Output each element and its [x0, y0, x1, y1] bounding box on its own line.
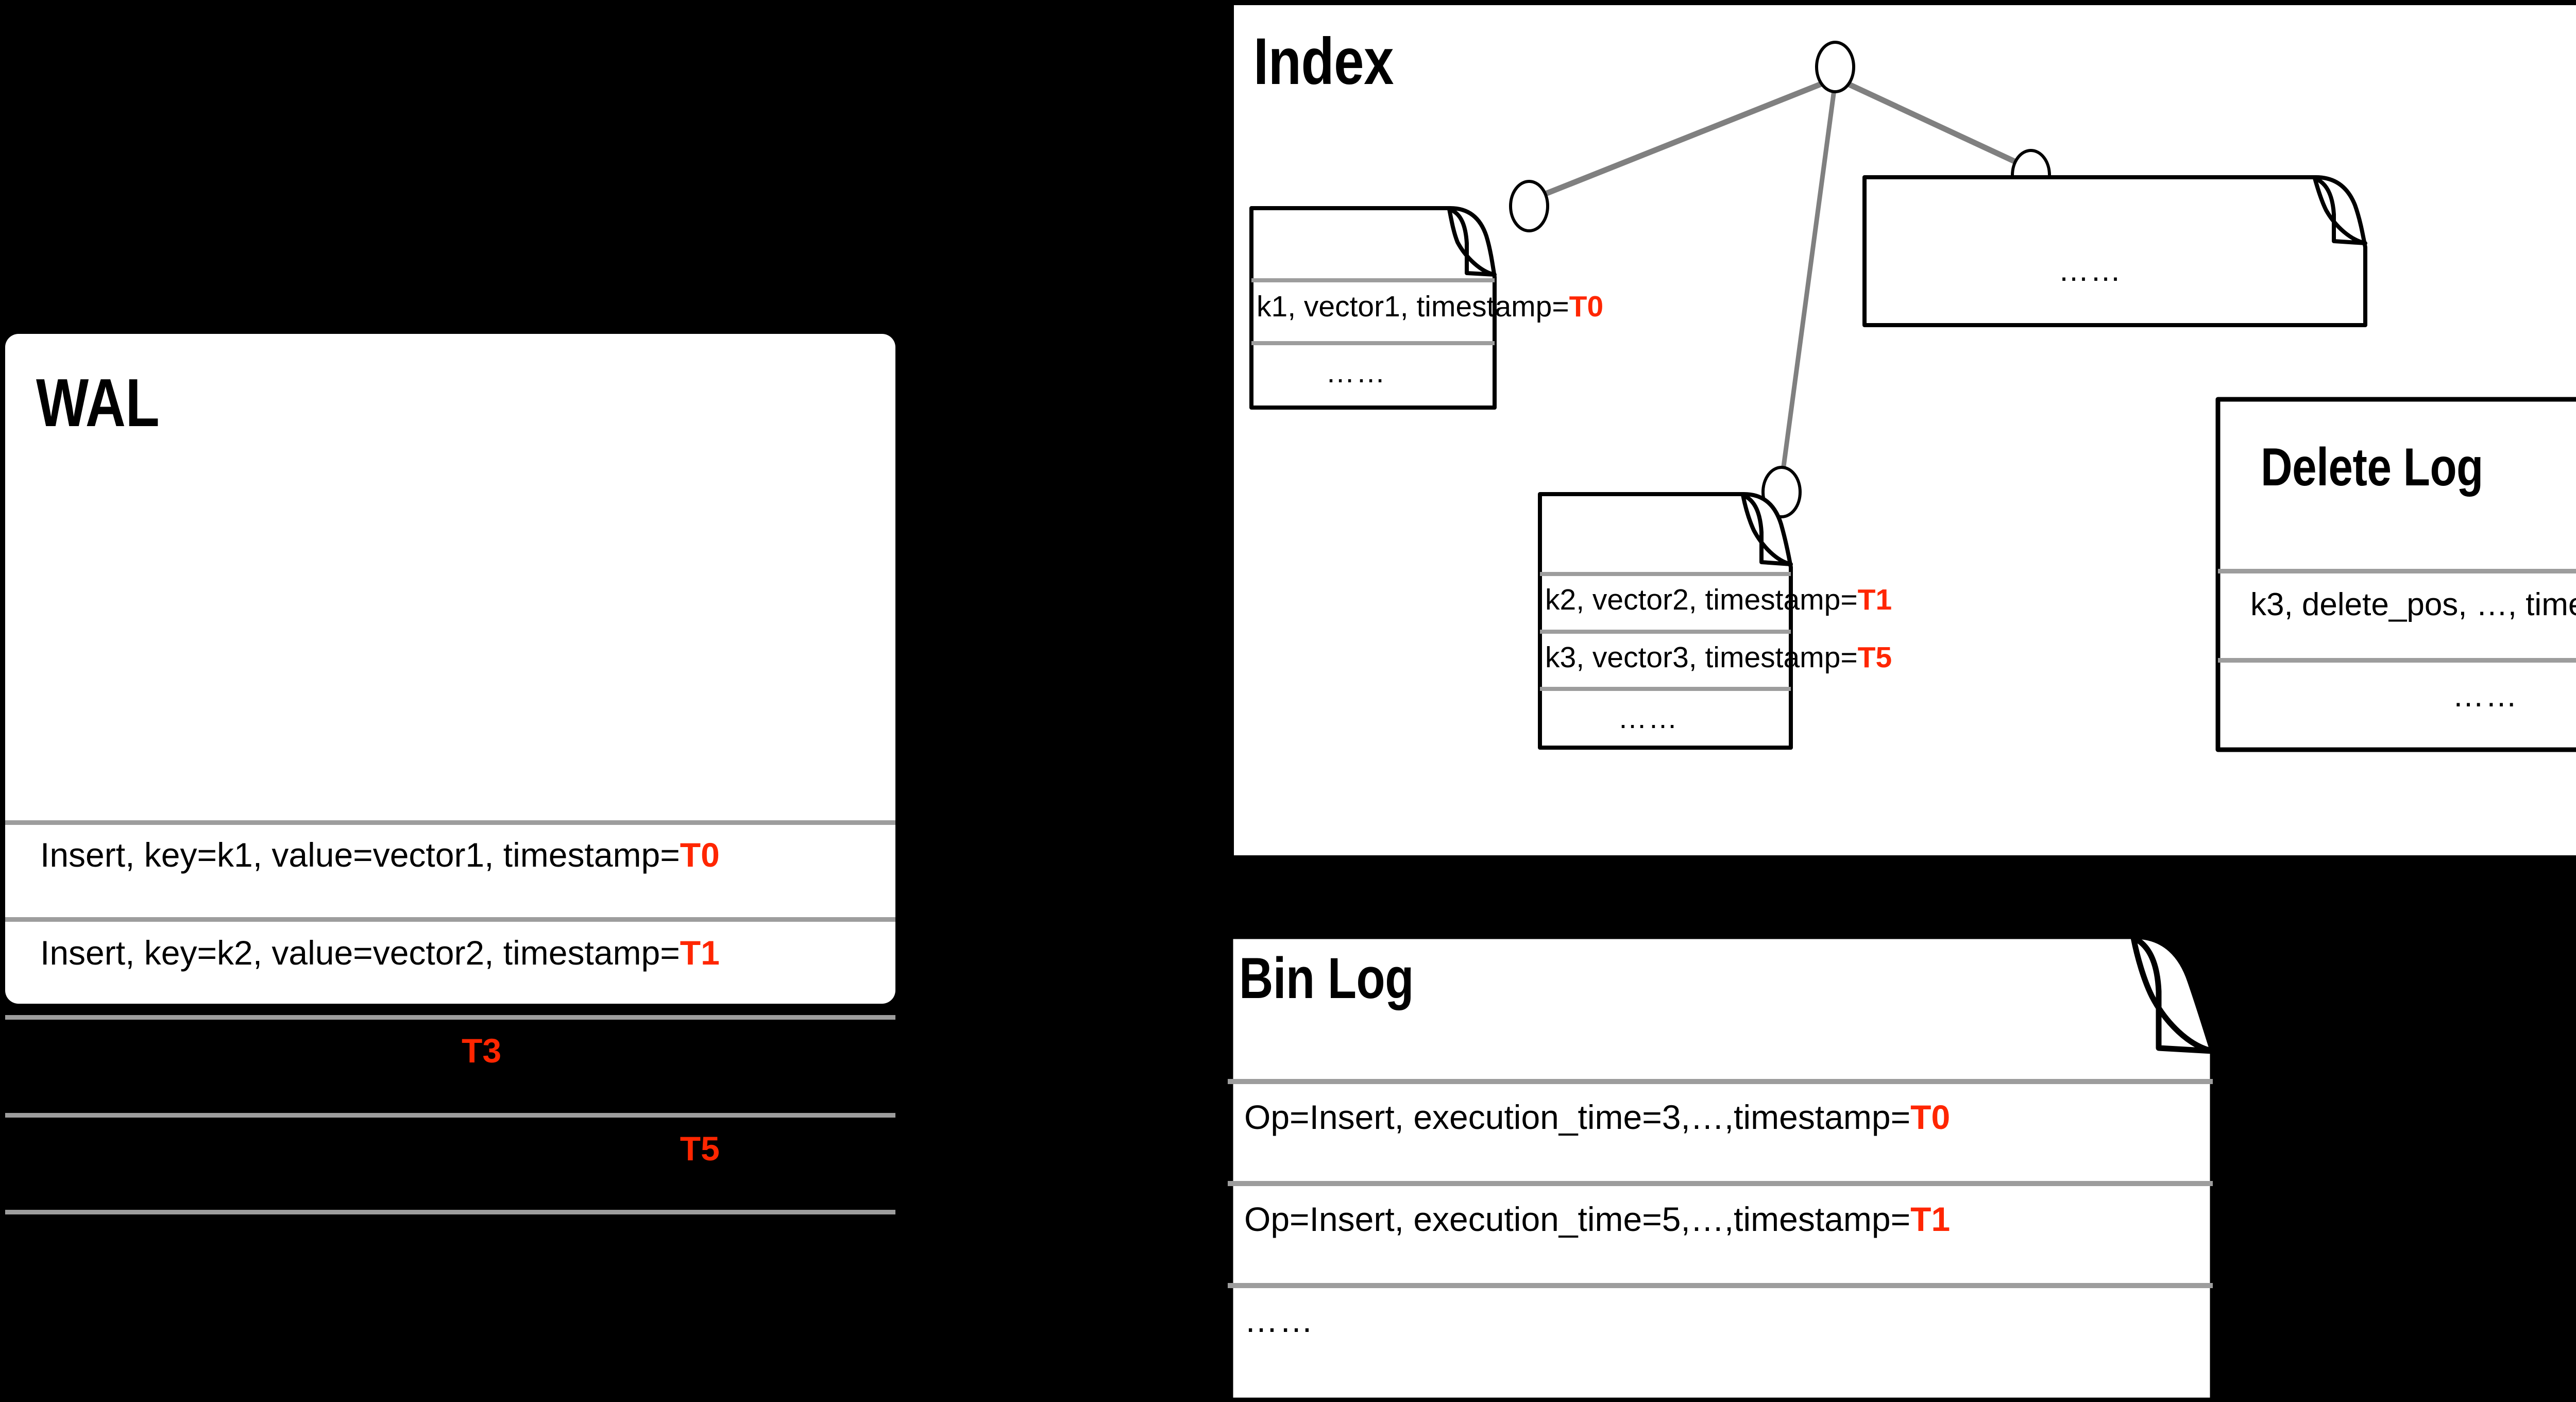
- wal-separator: [5, 820, 895, 825]
- index-leaf-right-card: ……: [1862, 175, 2367, 327]
- leaf-k1-separator: [1251, 278, 1495, 282]
- delete-log-separator: [2218, 658, 2576, 663]
- index-title: Index: [1253, 25, 1394, 98]
- leaf-k1-more-ellipsis: ……: [1326, 356, 1386, 389]
- leaf-k2k3-row-text: k2, vector2, timestamp=: [1545, 583, 1858, 616]
- delete-log-title: Delete Log: [2261, 437, 2483, 497]
- bin-log-row: Op=Insert, execution_time=5,…,timestamp=…: [1244, 1200, 1950, 1239]
- leaf-k2k3-separator: [1540, 630, 1791, 634]
- leaf-right-more-ellipsis: ……: [2058, 253, 2122, 288]
- leaf-k2k3-more-ellipsis: ……: [1618, 702, 1679, 735]
- wal-row-timestamp: T1: [680, 934, 720, 972]
- leaf-k2k3-separator: [1540, 572, 1791, 576]
- wal-panel: WAL Insert, key=k1, value=vector1, times…: [5, 334, 895, 1267]
- index-panel: Index k1, vector1, timestamp=T0: [1234, 5, 2576, 855]
- page-curl-fold: [1741, 493, 1793, 566]
- tree-node-left-leaf: [1509, 180, 1549, 232]
- wal-row-text: Insert, key=k1, value=vector1, timestamp…: [40, 836, 680, 874]
- bin-log-separator: [1228, 1079, 2213, 1084]
- leaf-k2k3-row: k2, vector2, timestamp=T1: [1545, 583, 1892, 617]
- bin-log-row-timestamp: T1: [1910, 1200, 1951, 1238]
- wal-separator: [5, 1210, 895, 1214]
- leaf-k2k3-row: k3, vector3, timestamp=T5: [1545, 640, 1892, 674]
- leaf-k2k3-row-timestamp: T5: [1857, 641, 1892, 674]
- tree-edge-root-to-right: [1838, 77, 2024, 167]
- bin-log-separator: [1228, 1283, 2213, 1288]
- index-leaf-k1-card: k1, vector1, timestamp=T0 ……: [1249, 206, 1603, 410]
- leaf-k2k3-row-timestamp: T1: [1857, 583, 1892, 616]
- leaf-k1-row-timestamp: T0: [1569, 290, 1604, 323]
- wal-row: Insert, key=k3, value=vector3, timestamp…: [40, 1129, 720, 1168]
- leaf-k1-row: k1, vector1, timestamp=T0: [1257, 290, 1603, 324]
- bin-log-separator: [1228, 1181, 2213, 1186]
- leaf-k1-separator: [1251, 341, 1495, 345]
- tree-node-root: [1815, 41, 1855, 93]
- delete-log-separator: [2218, 569, 2576, 573]
- wal-row-timestamp: T0: [680, 836, 720, 874]
- tree-edge-root-to-middle: [1780, 82, 1838, 475]
- wal-row: Insert, key=k2, value=vector2, timestamp…: [40, 934, 720, 972]
- delete-log-row: k3, delete_pos, …, timestamp=T3: [2250, 586, 2576, 623]
- delete-log-more-ellipsis: ……: [2452, 678, 2518, 714]
- leaf-k1-row-text: k1, vector1, timestamp=: [1257, 290, 1569, 323]
- leaf-k2k3-row-text: k3, vector3, timestamp=: [1545, 641, 1858, 674]
- wal-row: Delete, key=k1, timestamp=T3: [40, 1032, 501, 1070]
- wal-row-text: Delete, key=k1, timestamp=: [40, 1032, 462, 1070]
- page-curl-fold: [2130, 935, 2216, 1054]
- leaf-k2k3-separator: [1540, 687, 1791, 691]
- bin-log-row-text: Op=Insert, execution_time=5,…,timestamp=: [1244, 1200, 1911, 1238]
- tree-edge-root-to-left: [1539, 77, 1833, 199]
- wal-title: WAL: [36, 365, 160, 441]
- bin-log-card: Bin Log Op=Insert, execution_time=3,…,ti…: [1228, 934, 2227, 1402]
- page-curl-fold: [1447, 207, 1497, 277]
- wal-separator: [5, 1015, 895, 1020]
- delete-log-card: Delete Log k3, delete_pos, …, timestamp=…: [2215, 397, 2576, 752]
- wal-separator: [5, 1113, 895, 1118]
- wal-row-text: Insert, key=k3, value=vector3, timestamp…: [40, 1129, 680, 1168]
- bin-log-row-text: Op=Insert, execution_time=3,…,timestamp=: [1244, 1098, 1911, 1136]
- wal-separator: [5, 917, 895, 922]
- bin-log-title: Bin Log: [1239, 946, 1414, 1010]
- page-curl-fold: [2313, 176, 2367, 245]
- wal-more-rows-ellipsis: ……: [40, 1229, 110, 1267]
- bin-log-row-timestamp: T0: [1910, 1098, 1951, 1136]
- wal-row-timestamp: T3: [462, 1032, 502, 1070]
- wal-row-timestamp: T5: [680, 1129, 720, 1168]
- index-leaf-k2k3-card: k2, vector2, timestamp=T1 k3, vector3, t…: [1538, 492, 1892, 750]
- bin-log-more-ellipsis: ……: [1244, 1301, 1314, 1339]
- wal-row-text: Insert, key=k2, value=vector2, timestamp…: [40, 934, 680, 972]
- bin-log-row: Op=Insert, execution_time=3,…,timestamp=…: [1244, 1097, 1950, 1137]
- wal-row: Insert, key=k1, value=vector1, timestamp…: [40, 836, 720, 874]
- delete-log-row-text: k3, delete_pos, …, timestamp=: [2250, 587, 2576, 622]
